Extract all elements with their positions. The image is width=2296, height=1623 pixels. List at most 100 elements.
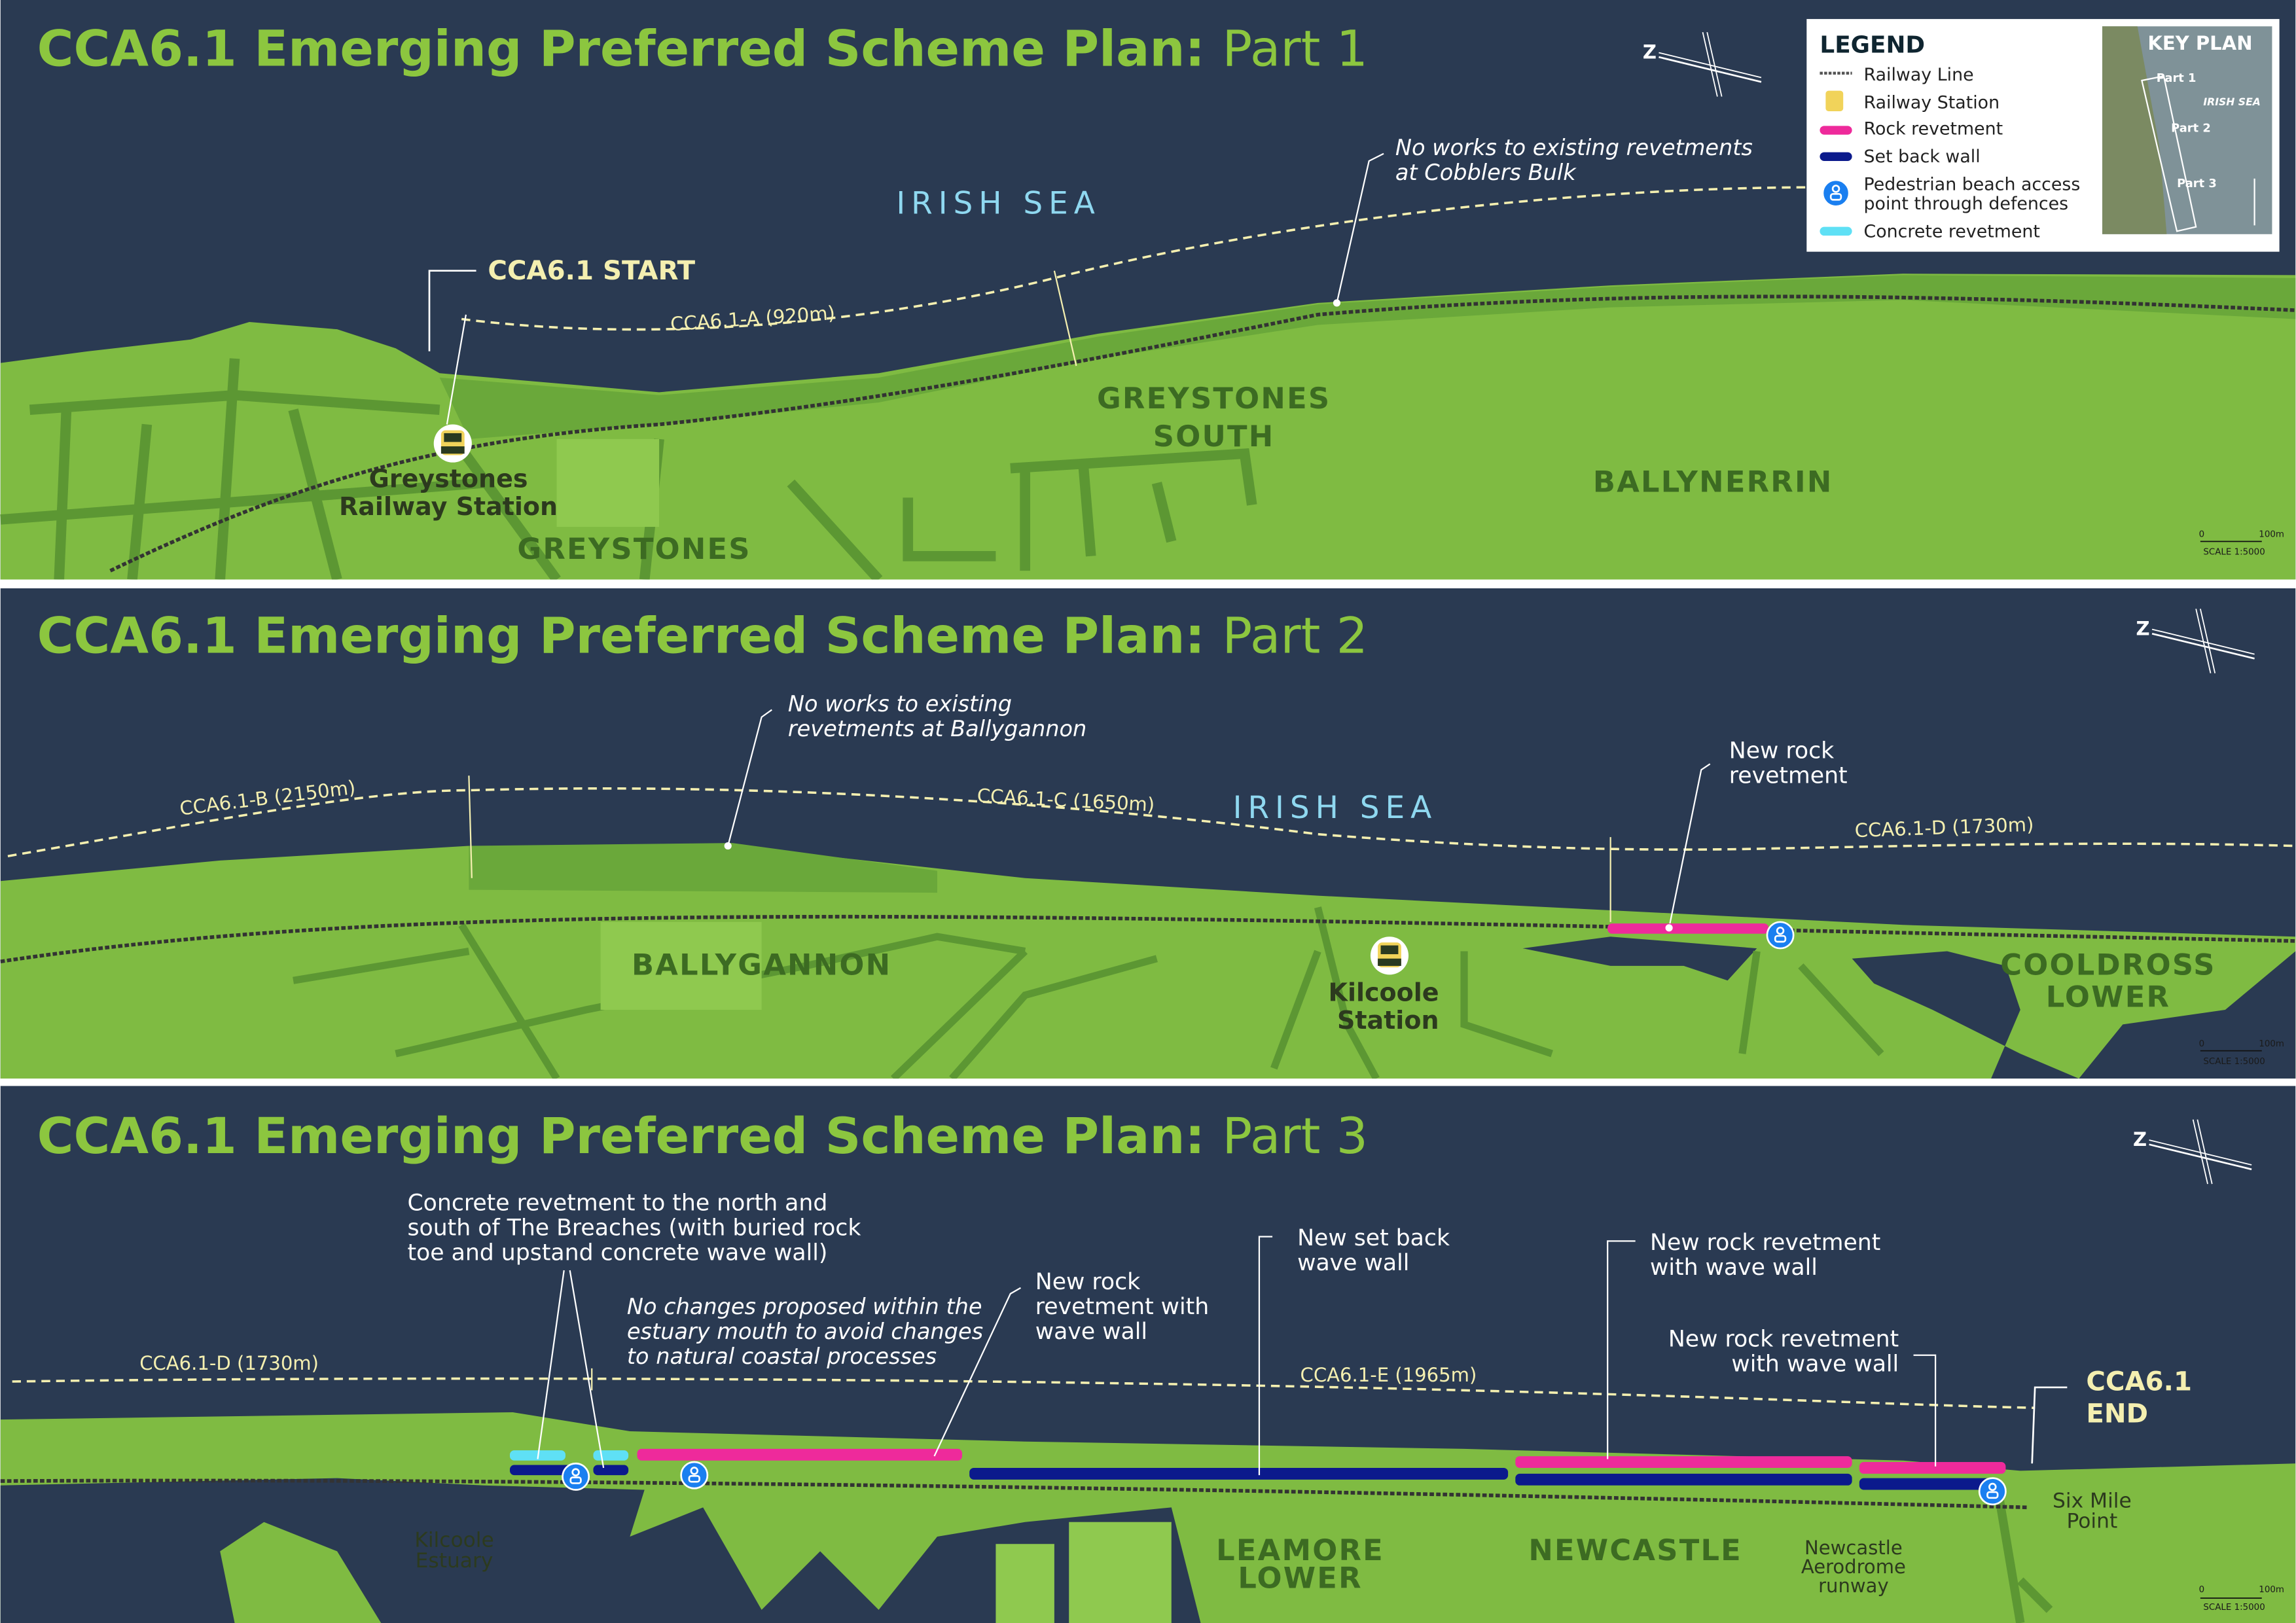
estuary-water [1522, 936, 2296, 1079]
rock-revetment [1515, 1456, 1852, 1468]
note-line: No changes proposed within the [627, 1294, 982, 1319]
setback-wall [969, 1467, 1509, 1480]
segment-line [7, 787, 2296, 857]
note-line: with wave wall [1650, 1255, 1818, 1281]
svg-text:SCALE 1:5000: SCALE 1:5000 [2203, 548, 2265, 558]
note-line: Concrete revetment to the north and [407, 1190, 827, 1216]
svg-text:runway: runway [1818, 1575, 1889, 1597]
beach-strip [439, 275, 2296, 439]
roads [293, 906, 1884, 1082]
legend-concrete-icon [1820, 226, 1852, 236]
railway-line [109, 294, 2296, 573]
note-line: revetments at Ballygannon [788, 716, 1086, 741]
note-line: New set back [1297, 1225, 1450, 1251]
note-line: New rock revetment [1650, 1230, 1880, 1256]
runway [1994, 1491, 2053, 1623]
svg-text:Railway Line: Railway Line [1864, 65, 1974, 85]
panel-divider [0, 1079, 2296, 1086]
segment-e-label: CCA6.1-E (1965m) [1300, 1364, 1477, 1386]
panel-part-1: CCA6.1 Emerging Preferred Scheme Plan: P… [0, 0, 2296, 583]
legend-rock-icon [1820, 126, 1852, 135]
panel-part-3: CCA6.1 Emerging Preferred Scheme Plan: P… [0, 1086, 2296, 1623]
rock-dot [1665, 924, 1673, 932]
title-part-1: CCA6.1 Emerging Preferred Scheme Plan: P… [37, 20, 1368, 78]
sea-label: IRISH SEA [1233, 790, 1437, 826]
svg-text:NEWCASTLE: NEWCASTLE [1528, 1533, 1742, 1567]
note-line: toe and upstand concrete wave wall) [407, 1240, 827, 1266]
svg-text:KEY PLAN: KEY PLAN [2147, 32, 2252, 54]
park-area [600, 921, 762, 1010]
note-line: south of The Breaches (with buried rock [407, 1215, 861, 1241]
svg-text:SCALE 1:5000: SCALE 1:5000 [2203, 1603, 2265, 1613]
railway-station-icon [433, 424, 472, 463]
rock-leader [1668, 763, 1711, 929]
place-label: GREYSTONES [1097, 381, 1331, 416]
title-part-2: CCA6.1 Emerging Preferred Scheme Plan: P… [37, 606, 1368, 664]
leaders [537, 1236, 1937, 1476]
svg-text:Estuary: Estuary [416, 1549, 493, 1573]
start-label: CCA6.1 START [488, 256, 695, 286]
segment-divider [1053, 270, 1077, 366]
beach-strip [469, 843, 937, 893]
svg-text:Part 1: Part 1 [2157, 71, 2197, 85]
svg-text:0: 0 [2199, 1039, 2205, 1049]
note-line: revetment with [1035, 1294, 1209, 1320]
note-line: wave wall [1297, 1250, 1409, 1276]
legend-station-icon [1825, 90, 1844, 111]
svg-text:Railway Station: Railway Station [1864, 92, 2000, 113]
note-line: No works to existing revetments [1395, 135, 1753, 160]
rock-revetment [1607, 923, 1769, 934]
svg-text:Kilcoole: Kilcoole [414, 1529, 493, 1552]
place-label: COOLDROSS [2000, 947, 2215, 982]
scale-bar: 0 100m SCALE 1:5000 [2199, 1585, 2284, 1613]
svg-text:Six Mile: Six Mile [2053, 1489, 2132, 1512]
setback-wall [1515, 1473, 1852, 1486]
svg-text:Set back wall: Set back wall [1864, 147, 1981, 167]
note-leader [727, 709, 772, 846]
station-name: Kilcoole [1329, 978, 1439, 1007]
railway-line [0, 1478, 2028, 1510]
note-line: wave wall [1035, 1319, 1147, 1345]
segment-divider [468, 776, 473, 878]
park-area [556, 438, 660, 527]
start-arrow [428, 270, 476, 351]
panel-part-2: CCA6.1 Emerging Preferred Scheme Plan: P… [0, 588, 2296, 1082]
rock-revetment [637, 1448, 962, 1461]
svg-text:point through defences: point through defences [1864, 194, 2069, 214]
note-line: No works to existing [788, 691, 1012, 717]
note-line: New rock revetment [1668, 1326, 1899, 1352]
beach-access-icon [680, 1461, 709, 1489]
setback-wall [593, 1465, 629, 1476]
legend-setback-icon [1820, 152, 1852, 161]
place-label: GREYSTONES [517, 531, 751, 566]
setback-wall [1859, 1478, 1992, 1490]
fields [996, 1522, 1172, 1623]
start-leader [446, 314, 467, 425]
svg-text:Rock revetment: Rock revetment [1864, 119, 2003, 139]
svg-text:Newcastle: Newcastle [1804, 1537, 1903, 1559]
scale-bar: 0 100m SCALE 1:5000 [2199, 530, 2284, 558]
key-plan: KEY PLAN IRISH SEA Part 1 Part 2 Part 3 [2102, 26, 2272, 234]
note-line: New rock [1729, 738, 1834, 764]
segment-d-label: CCA6.1-D (1730m) [139, 1352, 319, 1374]
legend-title: LEGEND [1820, 32, 1925, 59]
beach-access-icon [1978, 1477, 2007, 1506]
end-label: CCA6.1 [2086, 1366, 2192, 1397]
note-dot [724, 842, 732, 850]
place-label: BALLYGANNON [632, 947, 891, 982]
svg-text:LOWER: LOWER [1238, 1560, 1362, 1595]
estuary-water [0, 1478, 1201, 1623]
place-labels: Kilcoole Estuary LEAMORE LOWER NEWCASTLE… [414, 1489, 2131, 1597]
rock-revetment [1859, 1462, 2006, 1474]
svg-text:Part 3: Part 3 [2177, 177, 2217, 190]
place-label: SOUTH [1153, 419, 1275, 454]
concrete-revetment [593, 1450, 629, 1461]
note-line: to natural coastal processes [627, 1344, 937, 1369]
svg-text:Concrete revetment: Concrete revetment [1864, 221, 2040, 241]
svg-text:Point: Point [2067, 1510, 2118, 1533]
note-line: estuary mouth to avoid changes [627, 1319, 983, 1344]
svg-text:0: 0 [2199, 1585, 2205, 1595]
svg-text:0: 0 [2199, 530, 2205, 540]
place-label: BALLYNERRIN [1593, 464, 1833, 499]
